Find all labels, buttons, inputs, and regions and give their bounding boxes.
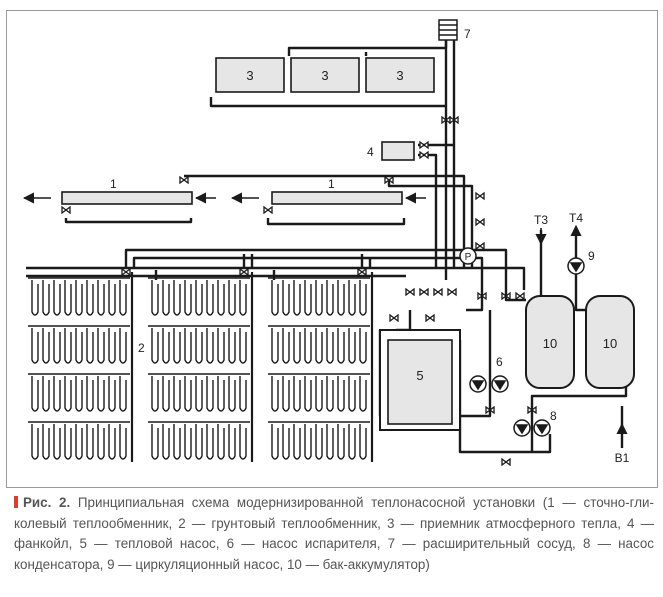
receiver-box	[215, 57, 285, 93]
label-receiver-2: 3	[321, 68, 328, 83]
pipe-receivers-return	[209, 97, 446, 108]
valve-icon	[425, 313, 435, 323]
ground-loop-row	[148, 373, 250, 412]
label-expansion-vessel: 7	[464, 27, 471, 41]
flow-heat-exchanger-right	[271, 191, 403, 205]
valve-icon	[433, 287, 443, 297]
valve-icon	[527, 405, 537, 415]
ground-loop-row	[148, 325, 250, 364]
label-receiver-1: 3	[246, 68, 253, 83]
valve-icon	[389, 313, 399, 323]
valve-icon	[419, 140, 429, 150]
ground-loop-row	[28, 277, 130, 316]
schematic-diagram: 3 3 3 7 4 1 1 2 5 6 8 9 10 10 P Т3 Т4 В1	[6, 10, 658, 488]
pipe-ground-header-d	[360, 254, 372, 268]
flow-heat-exchanger-left	[61, 191, 193, 205]
expansion-vessel	[438, 19, 458, 41]
valve-icon	[419, 287, 429, 297]
valve-fittings	[61, 115, 537, 467]
receiver-box	[290, 57, 360, 93]
ground-heat-exchanger	[28, 272, 374, 462]
condenser-pump	[513, 419, 551, 437]
valve-icon	[477, 291, 487, 301]
figure-caption: Рис. 2. Принципиальная схема модернизиро…	[14, 493, 654, 575]
label-heat-pump: 5	[416, 368, 423, 383]
valve-icon	[475, 241, 485, 251]
label-he-left: 1	[110, 177, 117, 191]
ground-loop-row	[268, 325, 370, 364]
ground-loop-row	[268, 277, 370, 316]
valve-icon	[61, 205, 71, 215]
pipe-to-tank-a	[504, 290, 526, 302]
ground-loop-row	[28, 373, 130, 412]
label-tank-left: 10	[543, 336, 557, 351]
evaporator-pump	[469, 375, 509, 393]
pipe-he1-bottom	[64, 218, 193, 224]
caption-marker	[14, 496, 18, 508]
circulation-pump	[567, 257, 585, 275]
label-evaporator-pump: 6	[496, 355, 503, 369]
valve-icon	[501, 291, 511, 301]
valve-icon	[449, 115, 459, 125]
caption-label: Рис. 2.	[23, 495, 71, 510]
valve-icon	[357, 267, 367, 277]
valve-icon	[475, 217, 485, 227]
storage-tank-right	[585, 295, 635, 389]
ground-loop-row	[148, 277, 250, 316]
valve-icon	[405, 287, 415, 297]
pipe-ground-header-a	[124, 248, 508, 290]
valve-icon	[501, 457, 511, 467]
valve-icon	[515, 291, 525, 301]
storage-tank-left	[525, 295, 575, 389]
valve-icon	[121, 267, 131, 277]
pipe-he1-top	[184, 174, 466, 268]
pipe-ground-header-b	[132, 256, 484, 290]
label-pressure-gauge: P	[465, 252, 472, 263]
ground-loop-row	[148, 421, 250, 460]
label-t4: Т4	[569, 211, 583, 225]
label-circulation-pump: 9	[588, 249, 595, 263]
pipe-he2-top	[387, 180, 474, 268]
ground-loop-row	[28, 421, 130, 460]
valve-icon	[475, 191, 485, 201]
valve-icon	[263, 205, 273, 215]
label-t3: Т3	[534, 213, 548, 227]
heat-pump	[379, 329, 461, 431]
receiver-box	[365, 57, 435, 93]
pipe-he2-bottom	[266, 218, 406, 226]
label-condenser-pump: 8	[550, 409, 557, 423]
pipe-ground-header-c	[242, 254, 254, 268]
ground-loop-row	[268, 421, 370, 460]
label-fan-coil: 4	[367, 145, 374, 159]
pipe-manifold	[26, 266, 526, 290]
ground-loop-row	[268, 373, 370, 412]
valve-icon	[384, 175, 394, 185]
atmospheric-receivers	[215, 57, 435, 93]
valve-icon	[239, 267, 249, 277]
ground-loop-row	[28, 325, 130, 364]
label-ground-he: 2	[138, 341, 145, 355]
valve-icon	[179, 175, 189, 185]
label-b1: В1	[615, 451, 630, 465]
caption-text: Принципиальная схема модернизированной т…	[14, 495, 654, 572]
pressure-gauge	[459, 247, 477, 265]
valve-icon	[447, 287, 457, 297]
valve-icon	[485, 405, 495, 415]
fan-coil-box	[381, 141, 415, 161]
label-he-right: 1	[328, 177, 335, 191]
label-receiver-3: 3	[396, 68, 403, 83]
valve-icon	[419, 150, 429, 160]
label-tank-right: 10	[603, 336, 617, 351]
